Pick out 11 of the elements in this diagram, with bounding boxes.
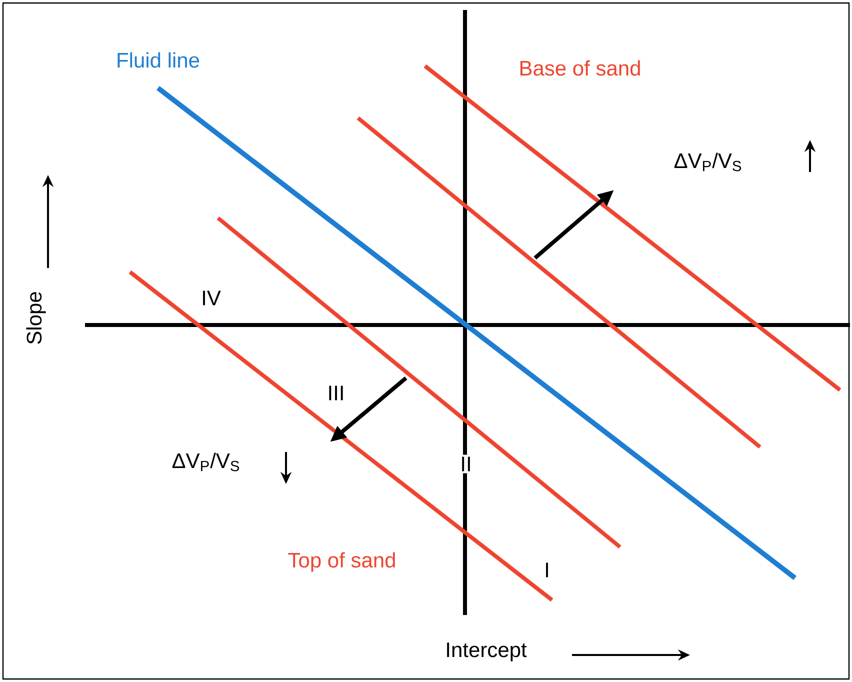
ratio-label: ΔV$_{P}$/V$_{S}$ (172, 452, 240, 472)
line-label: Top of sand (288, 552, 395, 572)
region-label: III (325, 384, 347, 402)
axis-label: Slope (26, 292, 46, 344)
line-label: Base of sand (520, 60, 640, 76)
region-label: I (542, 560, 552, 580)
ratio-label: ΔV$_{P}$/V$_{S}$ (674, 152, 742, 172)
region-label: IV (199, 288, 223, 308)
line-label: Fluid line (118, 52, 200, 68)
region-label: II (458, 454, 474, 474)
axis-label: Intercept (447, 642, 527, 662)
